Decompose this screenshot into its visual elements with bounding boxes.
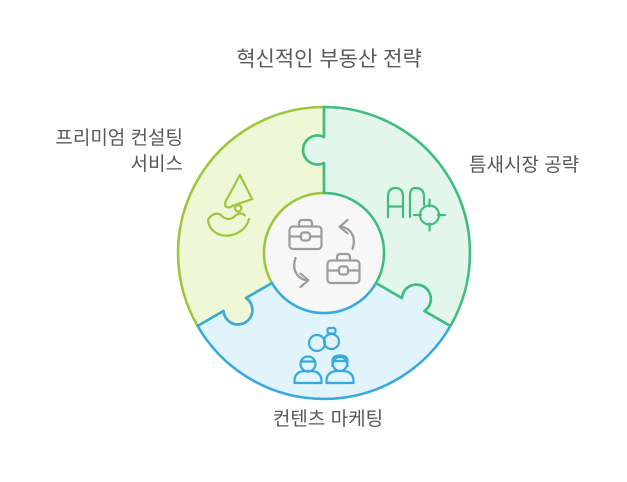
label-premium-consulting-line1: 프리미엄 컨설팅 [55, 128, 183, 149]
briefcase-exchange-icon [288, 218, 361, 289]
segment-niche-market [301, 105, 472, 328]
label-premium-consulting: 프리미엄 컨설팅 서비스 [55, 126, 183, 178]
ad-target-icon [386, 186, 447, 232]
people-partnership-icon [293, 326, 355, 385]
megaphone-in-hand-icon [206, 173, 254, 237]
label-content-marketing: 컨텐츠 마케팅 [272, 409, 384, 430]
label-premium-consulting-line2: 서비스 [130, 154, 183, 175]
diagram-title: 혁신적인 부동산 전략 [236, 48, 422, 71]
label-niche-market: 틈새시장 공략 [469, 155, 580, 176]
